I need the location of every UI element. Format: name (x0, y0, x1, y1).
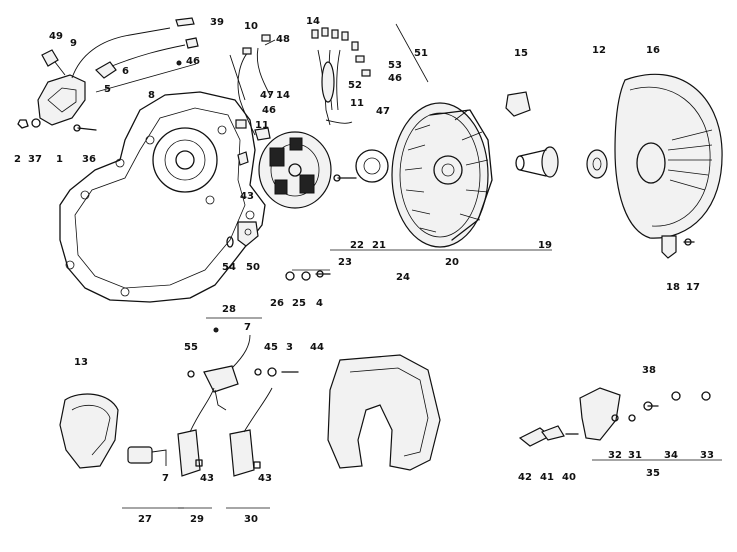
bracket-and-screw (661, 235, 695, 259)
label-27: 27 (138, 514, 152, 525)
label-8: 8 (148, 90, 155, 101)
label-43b: 43 (200, 473, 214, 484)
label-31: 31 (628, 450, 642, 461)
label-43c: 43 (258, 473, 272, 484)
label-5: 5 (104, 84, 111, 95)
label-23: 23 (338, 257, 352, 268)
label-46a: 46 (186, 56, 200, 67)
label-41: 41 (540, 472, 554, 483)
label-11a: 11 (255, 120, 269, 131)
gasket-and-screw (333, 149, 389, 183)
rubber-bush (505, 91, 531, 117)
label-32: 32 (608, 450, 622, 461)
washers-screw-row (285, 270, 331, 281)
flywheel (391, 102, 493, 248)
label-35: 35 (646, 468, 660, 479)
flywheel-hub (515, 146, 559, 178)
label-7a: 7 (244, 322, 251, 333)
label-43a: 43 (240, 191, 254, 202)
label-40: 40 (562, 472, 576, 483)
label-10: 10 (244, 21, 258, 32)
seal-ring (586, 149, 608, 179)
label-38: 38 (642, 365, 656, 376)
label-42: 42 (518, 472, 532, 483)
label-14b: 14 (306, 16, 320, 27)
crankcase-housing (59, 91, 266, 303)
stator-backplate (327, 354, 441, 471)
label-39: 39 (210, 17, 224, 28)
label-2: 2 (14, 154, 21, 165)
label-49: 49 (49, 31, 63, 42)
label-29: 29 (190, 514, 204, 525)
label-30: 30 (244, 514, 258, 525)
label-36: 36 (82, 154, 96, 165)
label-1: 1 (56, 154, 63, 165)
small-parts-left (226, 151, 259, 248)
label-6: 6 (122, 66, 129, 77)
label-12: 12 (592, 45, 606, 56)
group-brackets (95, 23, 722, 509)
base-plate-13 (59, 393, 119, 469)
label-14a: 14 (276, 90, 290, 101)
stator-assembly (258, 131, 332, 209)
label-44: 44 (310, 342, 324, 353)
label-13: 13 (74, 357, 88, 368)
coil-29 (177, 387, 215, 477)
label-26: 26 (270, 298, 284, 309)
label-45: 45 (264, 342, 278, 353)
label-55: 55 (184, 342, 198, 353)
label-7b: 7 (162, 473, 169, 484)
label-51: 51 (414, 48, 428, 59)
label-52: 52 (348, 80, 362, 91)
contact-breaker-35 (579, 387, 711, 441)
label-34: 34 (664, 450, 678, 461)
pickup-coil-28 (187, 327, 299, 411)
condenser-27 (127, 446, 167, 466)
label-33: 33 (700, 450, 714, 461)
label-46c: 46 (388, 73, 402, 84)
wiring-harness (229, 34, 276, 141)
label-47a: 47 (260, 90, 274, 101)
label-18: 18 (666, 282, 680, 293)
small-parts-right (518, 425, 579, 447)
label-9: 9 (70, 38, 77, 49)
label-54: 54 (222, 262, 236, 273)
label-47b: 47 (376, 106, 390, 117)
fan-cover (614, 73, 723, 239)
label-46b: 46 (262, 105, 276, 116)
label-3: 3 (286, 342, 293, 353)
label-28: 28 (222, 304, 236, 315)
label-4: 4 (316, 298, 323, 309)
connector-bundle (311, 27, 371, 126)
part-number-labels: 49 9 39 10 48 46 6 5 8 47 14 46 11 2 37 … (14, 16, 714, 525)
ignition-coil-1 (17, 17, 199, 132)
label-48: 48 (276, 34, 290, 45)
label-37: 37 (28, 154, 42, 165)
label-53: 53 (388, 60, 402, 71)
coil-30 (229, 387, 273, 477)
label-16: 16 (646, 45, 660, 56)
label-25: 25 (292, 298, 306, 309)
label-50: 50 (246, 262, 260, 273)
label-22: 22 (350, 240, 364, 251)
label-11b: 11 (350, 98, 364, 109)
label-17: 17 (686, 282, 700, 293)
label-21: 21 (372, 240, 386, 251)
label-20: 20 (445, 257, 459, 268)
label-19: 19 (538, 240, 552, 251)
label-24: 24 (396, 272, 410, 283)
label-15: 15 (514, 48, 528, 59)
